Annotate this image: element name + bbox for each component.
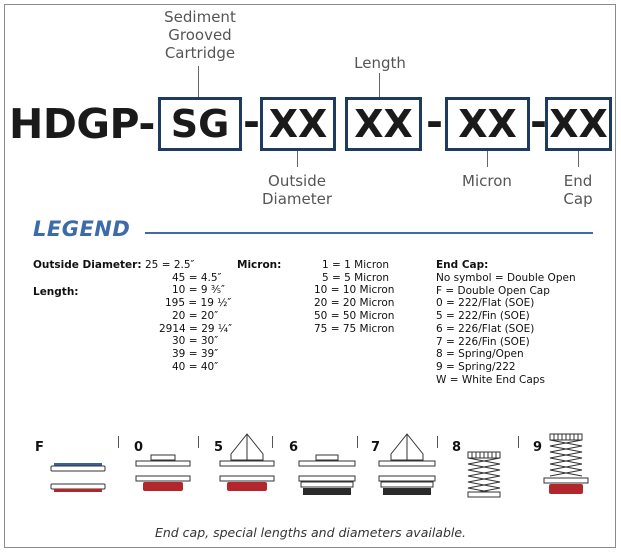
segment-micron-text: XX xyxy=(458,102,517,146)
legend-length-label: Length: xyxy=(33,286,79,298)
legend-micron-label: Micron: xyxy=(237,259,282,271)
segment-length-text: XX xyxy=(354,102,413,146)
segment-length-box: XX xyxy=(345,97,422,151)
legend-value: 1 = 1 Micron xyxy=(322,259,390,271)
label-type-line: Sediment xyxy=(164,8,236,26)
endcap-icon-label: F xyxy=(35,440,44,455)
segment-type-text: SG xyxy=(170,102,230,146)
footnote: End cap, special lengths and diameters a… xyxy=(154,525,467,540)
legend-value: 40 = 40″ xyxy=(172,360,219,373)
legend-micron-values: 1 = 1 Micron 5 = 5 Micron 10 = 10 Micron… xyxy=(306,259,394,335)
legend-value: 50 = 50 Micron xyxy=(314,309,395,322)
label-endcap-line: Cap xyxy=(563,190,593,208)
legend-endcap-label: End Cap: xyxy=(436,259,489,271)
dash-separator: - xyxy=(426,98,444,146)
icon-separator xyxy=(118,436,119,448)
endcap-icon-label: 0 xyxy=(134,440,144,455)
legend-value: 10 = 9 ⅗″ xyxy=(172,284,225,297)
legend-value: 5 = 5 Micron xyxy=(322,271,390,284)
222-fin-cap-icon xyxy=(219,433,275,491)
leader-line-micron xyxy=(487,151,488,167)
segment-diameter-text: XX xyxy=(268,102,328,146)
legend-value: No symbol = Double Open xyxy=(436,272,576,284)
legend-title: LEGEND xyxy=(33,217,131,241)
icon-separator xyxy=(198,436,199,448)
222-flat-cap-icon xyxy=(135,454,191,491)
legend-value: 25 = 2.5″ xyxy=(145,259,195,271)
legend-value: 20 = 20″ xyxy=(172,309,219,322)
segment-endcap-text: XX xyxy=(549,102,608,146)
endcap-icon-label: 9 xyxy=(533,440,543,455)
legend-value: 39 = 39″ xyxy=(172,347,219,360)
legend-value: 0 = 222/Flat (SOE) xyxy=(436,297,535,310)
endcap-icon-label: 6 xyxy=(289,440,299,455)
label-length: Length xyxy=(340,54,420,72)
226-fin-cap-icon xyxy=(378,433,436,495)
legend-value: 20 = 20 Micron xyxy=(314,297,395,310)
label-outside-diameter: Outside Diameter xyxy=(255,172,339,208)
legend-value: 6 = 226/Flat (SOE) xyxy=(436,322,535,335)
226-flat-cap-icon xyxy=(298,454,356,495)
dash-separator: - xyxy=(243,98,261,146)
icon-separator xyxy=(357,436,358,448)
spring-222-cap-icon xyxy=(543,433,589,494)
leader-line-length xyxy=(379,73,380,98)
leader-line-endcap xyxy=(578,151,579,167)
label-sediment-grooved-cartridge: Sediment Grooved Cartridge xyxy=(140,8,260,62)
segment-endcap-box: XX xyxy=(545,97,612,151)
legend-value: 195 = 19 ½″ xyxy=(165,297,232,310)
label-end-cap: End Cap xyxy=(553,172,603,208)
legend-rule xyxy=(145,232,593,234)
diagram-frame xyxy=(4,4,616,548)
icon-separator xyxy=(518,436,519,448)
dash-separator: - xyxy=(530,98,548,146)
label-endcap-line: End xyxy=(563,172,593,190)
label-micron: Micron xyxy=(447,172,527,190)
endcap-icon-label: 5 xyxy=(214,440,224,455)
label-length-text: Length xyxy=(354,54,406,72)
legend-value: 30 = 30″ xyxy=(172,335,219,348)
double-open-cap-icon xyxy=(50,463,106,492)
part-code-prefix: HDGP- xyxy=(9,100,155,148)
spring-open-cap-icon xyxy=(467,451,501,498)
label-type-line: Grooved xyxy=(168,26,232,44)
segment-micron-box: XX xyxy=(445,97,530,151)
endcap-icon-label: 7 xyxy=(371,440,381,455)
label-diameter-line: Outside xyxy=(268,172,326,190)
legend-value: F = Double Open Cap xyxy=(436,284,550,297)
legend-value: 75 = 75 Micron xyxy=(314,322,395,335)
legend-value: 5 = 222/Fin (SOE) xyxy=(436,310,530,323)
segment-diameter-box: XX xyxy=(260,97,336,151)
label-micron-text: Micron xyxy=(462,172,512,190)
legend-diameter-length-values: 25 = 2.5″ 45 = 4.5″ 10 = 9 ⅗″ 195 = 19 ½… xyxy=(145,259,232,373)
legend-endcap-values: No symbol = Double Open F = Double Open … xyxy=(436,272,576,386)
legend-value: 9 = Spring/222 xyxy=(436,360,516,373)
prefix-dash: - xyxy=(138,100,155,148)
legend-value: W = White End Caps xyxy=(436,373,545,386)
prefix-text: HDGP xyxy=(9,100,139,148)
legend-value: 45 = 4.5″ xyxy=(172,271,222,284)
endcap-icon-label: 8 xyxy=(452,440,462,455)
legend-outside-diameter-label: Outside Diameter: xyxy=(33,259,142,271)
legend-value: 7 = 226/Fin (SOE) xyxy=(436,335,530,348)
label-diameter-line: Diameter xyxy=(261,190,333,208)
legend-value: 10 = 10 Micron xyxy=(314,284,395,297)
legend-value: 2914 = 29 ¼″ xyxy=(159,322,232,335)
icon-separator xyxy=(437,436,438,448)
leader-line-diameter xyxy=(297,151,298,167)
leader-line-type xyxy=(198,66,199,98)
legend-value: 8 = Spring/Open xyxy=(436,348,524,361)
segment-type-box: SG xyxy=(158,97,242,151)
icon-separator xyxy=(272,436,273,448)
label-type-line: Cartridge xyxy=(164,44,236,62)
